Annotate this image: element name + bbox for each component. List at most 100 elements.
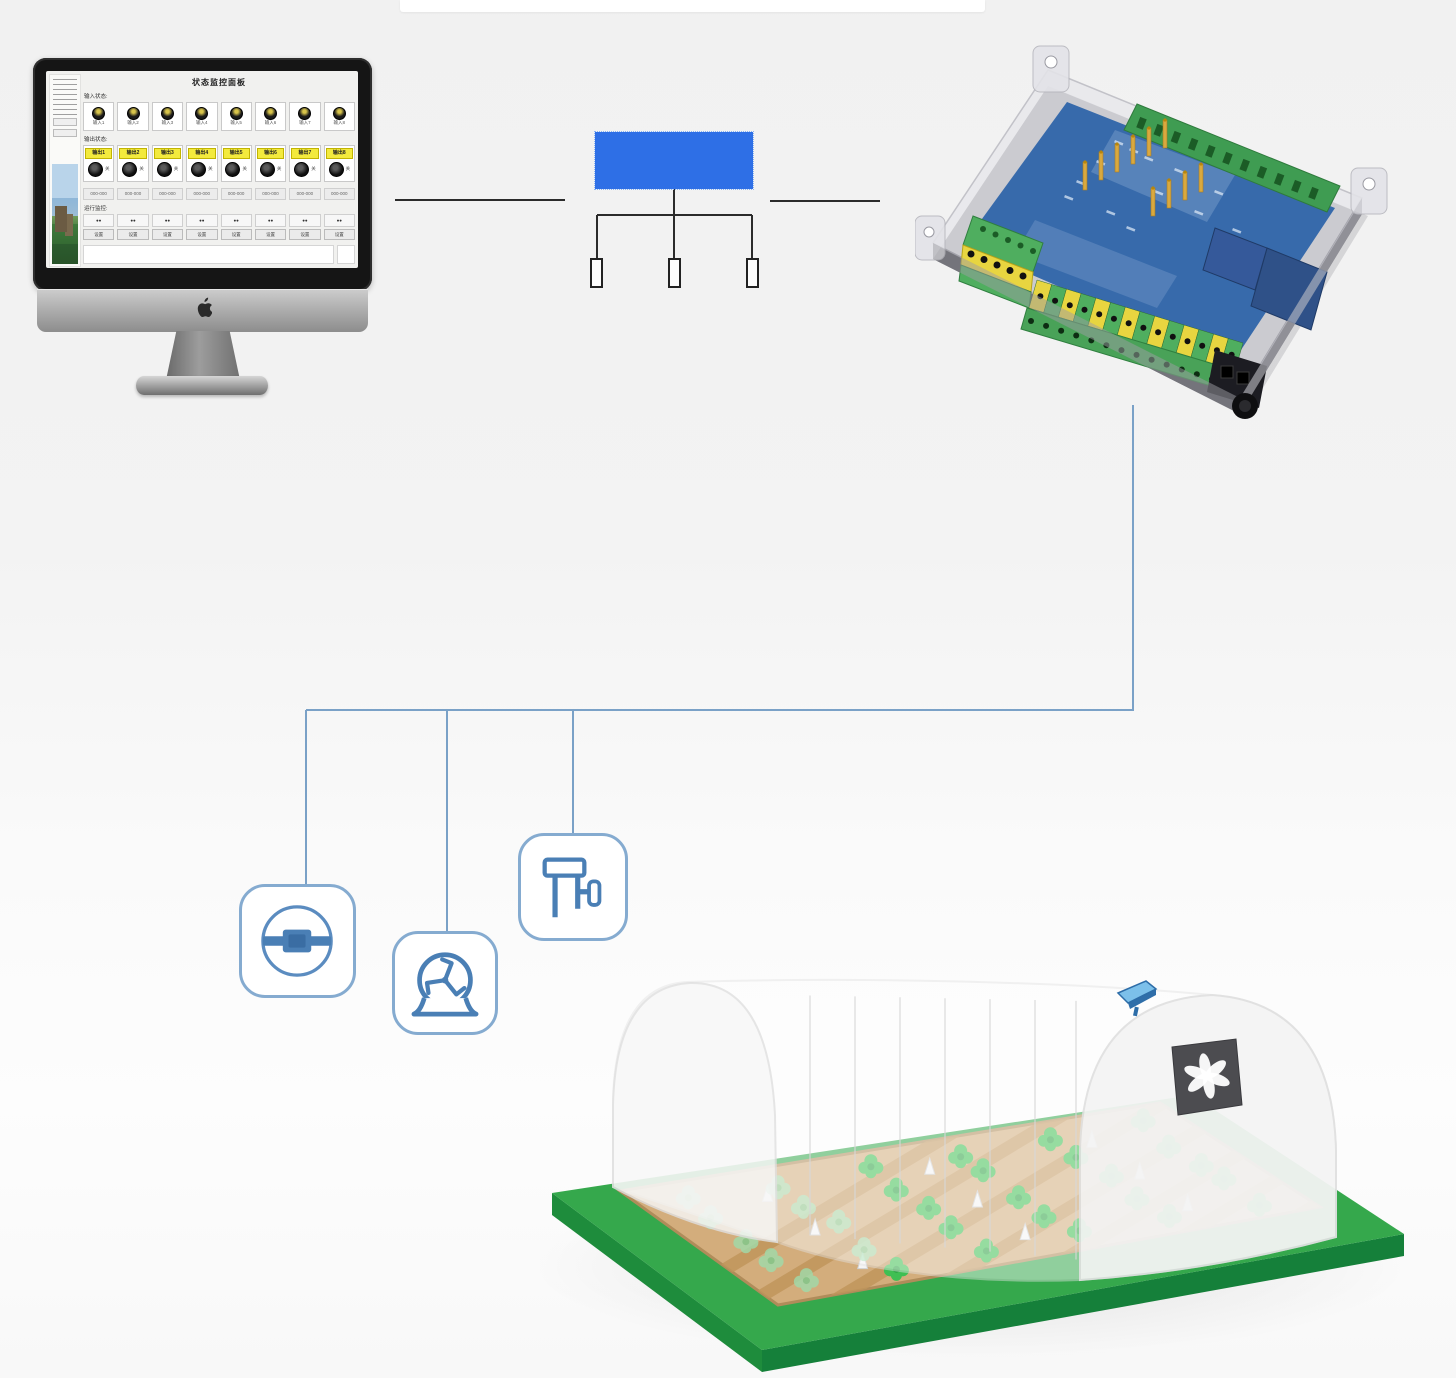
sidebar-menu-line [53, 114, 77, 115]
water-valve-icon[interactable] [518, 833, 628, 941]
connector-hole [1236, 371, 1250, 385]
ethernet-lines [395, 189, 880, 258]
power-monitor-cell: ●●设置 [186, 214, 218, 240]
terminal-slot [1239, 158, 1250, 172]
plc-pcb [963, 102, 1335, 362]
power-monitor-cell: ●●设置 [254, 214, 287, 240]
network-switch-node[interactable] [594, 131, 754, 190]
input-section-label: 输入状态: [84, 94, 108, 100]
gold-pin [1082, 161, 1088, 191]
sidebar-menu-line [53, 94, 77, 95]
top-white-bar [400, 0, 985, 12]
status-value-box: 000-000 [254, 188, 287, 200]
terminal-screw [1169, 333, 1176, 340]
output-knob-row: 关 [291, 162, 318, 177]
silkscreen-mark [1106, 210, 1116, 216]
gold-pin [1150, 187, 1156, 217]
silkscreen-mark [1194, 210, 1204, 216]
input-channel-label: 输入7 [299, 120, 311, 126]
inline-sensor-icon[interactable] [239, 884, 356, 998]
indicator-knob-icon [298, 107, 312, 121]
plant [758, 1248, 784, 1273]
power-monitor-cell: ●●设置 [220, 214, 252, 240]
output-channel-chip: 输出1 [85, 148, 113, 159]
plant [1031, 1204, 1057, 1229]
base-side-left [552, 1193, 762, 1372]
sidebar-menu-line [53, 84, 77, 85]
pin-tip [1183, 170, 1187, 174]
exhaust-fan-blades [1184, 1053, 1230, 1099]
output-knob-icon [225, 162, 241, 177]
knob-state-label: 关 [139, 166, 144, 172]
gold-pin [1098, 151, 1104, 181]
plant [883, 1256, 909, 1281]
sprinkler [924, 1156, 936, 1175]
silkscreen-mark [1144, 156, 1154, 162]
plc-pcb-highlight [1015, 220, 1177, 308]
case-right-edge [1240, 198, 1362, 414]
plant [948, 1144, 974, 1169]
ventilation-fan-icon[interactable] [392, 931, 498, 1035]
plc-top-terminal-strip [1123, 103, 1341, 213]
input-channel-label: 输入2 [127, 120, 139, 126]
output-knob-icon [191, 162, 207, 177]
knob-state-label: 关 [345, 166, 351, 172]
knob-state-label: 关 [208, 166, 213, 172]
fan-blade [1184, 1065, 1210, 1080]
power-dots-box: ●● [323, 214, 355, 227]
sensor-bus-lines [305, 405, 1134, 931]
connector-hole [1220, 365, 1234, 379]
terminal-screw [1052, 297, 1059, 304]
power-set-button: 设置 [323, 229, 355, 240]
monitor-stand-neck [166, 331, 240, 380]
power-set-button: 设置 [186, 229, 218, 240]
pin-tip [1083, 160, 1087, 164]
status-value-box: 000-000 [289, 188, 321, 200]
silkscreen-mark [1154, 189, 1164, 196]
screw-hole [980, 256, 988, 263]
left-terminal-screws [967, 226, 1036, 280]
terminal-screw [1199, 342, 1206, 349]
indicator-knob-icon [332, 107, 346, 121]
gold-pin [1114, 143, 1120, 173]
monitor-stand-base [136, 376, 268, 395]
right-end-wall [1079, 993, 1337, 1282]
sidebar-menu-line [53, 99, 77, 100]
screen-text-field [83, 245, 334, 264]
output-knob-row: 关 [85, 162, 112, 177]
greenhouse-node[interactable] [520, 935, 1440, 1378]
monitor-chin [37, 289, 368, 332]
plc-controller-node[interactable] [915, 40, 1405, 420]
pin-tip [1131, 134, 1135, 138]
input-indicator-card: 输入6 [254, 102, 287, 131]
silkscreen-mark [1174, 167, 1184, 174]
rs485-connector [668, 258, 681, 288]
power-section-label: 运行监控: [84, 206, 108, 212]
output-knob-icon [87, 162, 103, 177]
screw-hole [1017, 242, 1024, 249]
screw-hole [993, 261, 1001, 269]
pin-tip [1099, 150, 1103, 154]
output-section-label: 输出状态: [84, 137, 108, 143]
terminal-screw [1184, 338, 1191, 345]
silkscreen-mark [1114, 139, 1124, 146]
pin-tip [1151, 186, 1155, 190]
input-indicator-card: 输入3 [151, 102, 184, 131]
screw-hole [992, 231, 999, 238]
silkscreen-mark [1214, 190, 1224, 196]
terminal-slot [1291, 179, 1302, 193]
ear-screw-holes [923, 55, 1376, 238]
power-dots-box: ●● [254, 214, 287, 227]
silkscreen-mark [1232, 228, 1242, 234]
input-indicator-card: 输入5 [220, 102, 252, 131]
output-knob-row: 关 [154, 162, 181, 177]
terminal-screw [1073, 332, 1080, 339]
output-knob-icon [259, 162, 275, 177]
terminal-screw [1096, 311, 1103, 318]
output-knob-icon [122, 162, 138, 177]
power-dots-box: ●● [117, 214, 149, 227]
screen-field-button [337, 245, 355, 264]
